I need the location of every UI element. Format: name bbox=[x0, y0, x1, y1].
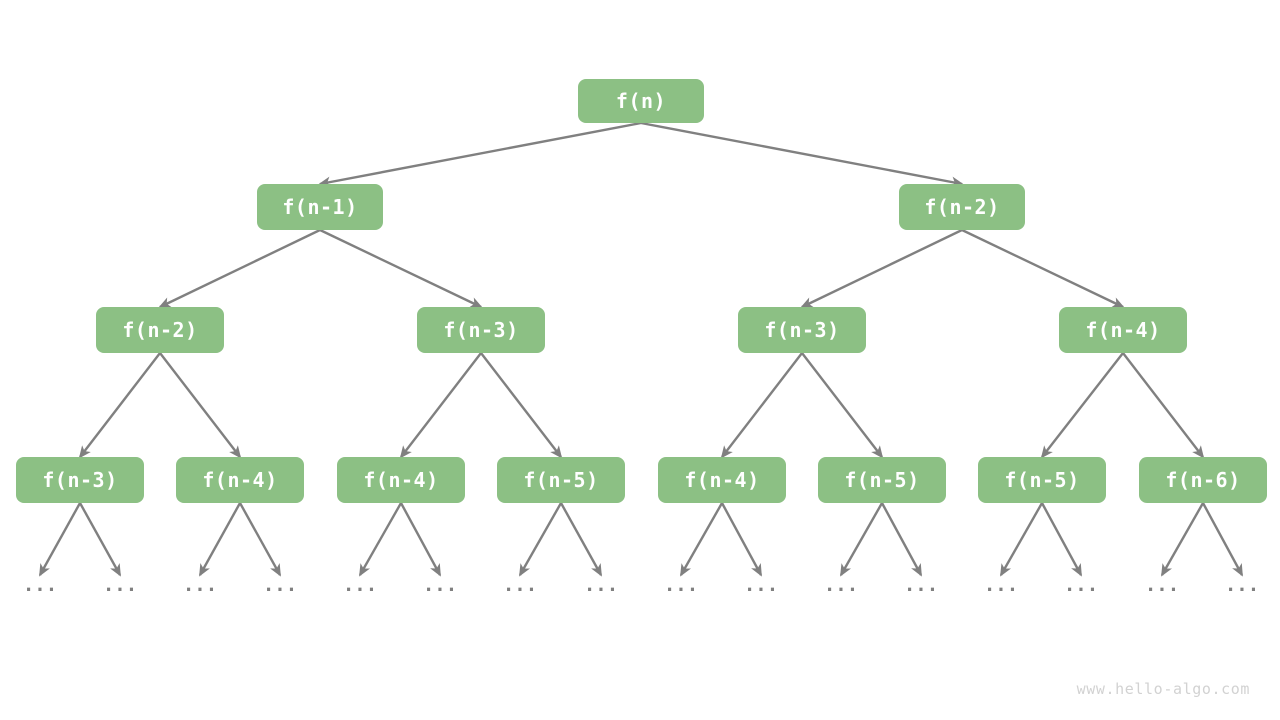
ellipsis-marker: ... bbox=[1063, 573, 1099, 596]
tree-edge bbox=[319, 228, 483, 309]
tree-edge bbox=[1201, 502, 1244, 577]
tree-edge bbox=[78, 352, 161, 459]
tree-edge bbox=[198, 502, 242, 577]
tree-edge bbox=[720, 352, 803, 459]
tree-node: f(n-4) bbox=[337, 457, 465, 503]
tree-edge bbox=[559, 502, 603, 577]
tree-node: f(n-3) bbox=[16, 457, 144, 503]
ellipsis-marker: ... bbox=[743, 573, 779, 596]
tree-edge bbox=[480, 352, 563, 459]
tree-edge bbox=[720, 502, 763, 577]
tree-edge bbox=[961, 228, 1125, 309]
tree-edge bbox=[158, 228, 321, 309]
tree-edge bbox=[679, 502, 724, 577]
tree-node: f(n-2) bbox=[96, 307, 224, 353]
ellipsis-marker: ... bbox=[583, 573, 619, 596]
tree-edge bbox=[518, 502, 563, 577]
tree-node: f(n-5) bbox=[497, 457, 625, 503]
ellipsis-marker: ... bbox=[823, 573, 859, 596]
tree-edge bbox=[318, 121, 642, 188]
tree-edge bbox=[399, 352, 482, 459]
tree-node: f(n-4) bbox=[176, 457, 304, 503]
ellipsis-marker: ... bbox=[983, 573, 1019, 596]
tree-edge bbox=[1160, 502, 1205, 577]
tree-edge bbox=[78, 502, 122, 577]
tree-node: f(n-2) bbox=[899, 184, 1025, 230]
ellipsis-marker: ... bbox=[22, 573, 58, 596]
tree-node: f(n-4) bbox=[1059, 307, 1187, 353]
tree-edge bbox=[1040, 352, 1124, 459]
tree-edge bbox=[1040, 502, 1083, 577]
tree-node: f(n-6) bbox=[1139, 457, 1267, 503]
ellipsis-marker: ... bbox=[1144, 573, 1180, 596]
tree-edge bbox=[999, 502, 1044, 577]
tree-edge bbox=[1122, 352, 1205, 459]
tree-edge bbox=[800, 228, 963, 309]
tree-edge bbox=[38, 502, 82, 577]
ellipsis-marker: ... bbox=[663, 573, 699, 596]
ellipsis-marker: ... bbox=[422, 573, 458, 596]
tree-node: f(n-5) bbox=[818, 457, 946, 503]
tree-edge bbox=[399, 502, 442, 577]
tree-node: f(n-4) bbox=[658, 457, 786, 503]
tree-edge bbox=[640, 121, 964, 188]
tree-edge bbox=[839, 502, 884, 577]
ellipsis-marker: ... bbox=[1224, 573, 1260, 596]
tree-node: f(n-3) bbox=[738, 307, 866, 353]
tree-node: f(n-1) bbox=[257, 184, 383, 230]
tree-node: f(n-5) bbox=[978, 457, 1106, 503]
tree-edge bbox=[801, 352, 884, 459]
tree-node: f(n-3) bbox=[417, 307, 545, 353]
ellipsis-marker: ... bbox=[342, 573, 378, 596]
tree-edge bbox=[238, 502, 282, 577]
ellipsis-marker: ... bbox=[903, 573, 939, 596]
ellipsis-marker: ... bbox=[502, 573, 538, 596]
tree-edge bbox=[358, 502, 403, 577]
tree-edge bbox=[880, 502, 923, 577]
ellipsis-marker: ... bbox=[262, 573, 298, 596]
tree-edge bbox=[159, 352, 242, 459]
tree-node: f(n) bbox=[578, 79, 704, 123]
ellipsis-marker: ... bbox=[182, 573, 218, 596]
watermark: www.hello-algo.com bbox=[1076, 680, 1250, 698]
ellipsis-marker: ... bbox=[102, 573, 138, 596]
